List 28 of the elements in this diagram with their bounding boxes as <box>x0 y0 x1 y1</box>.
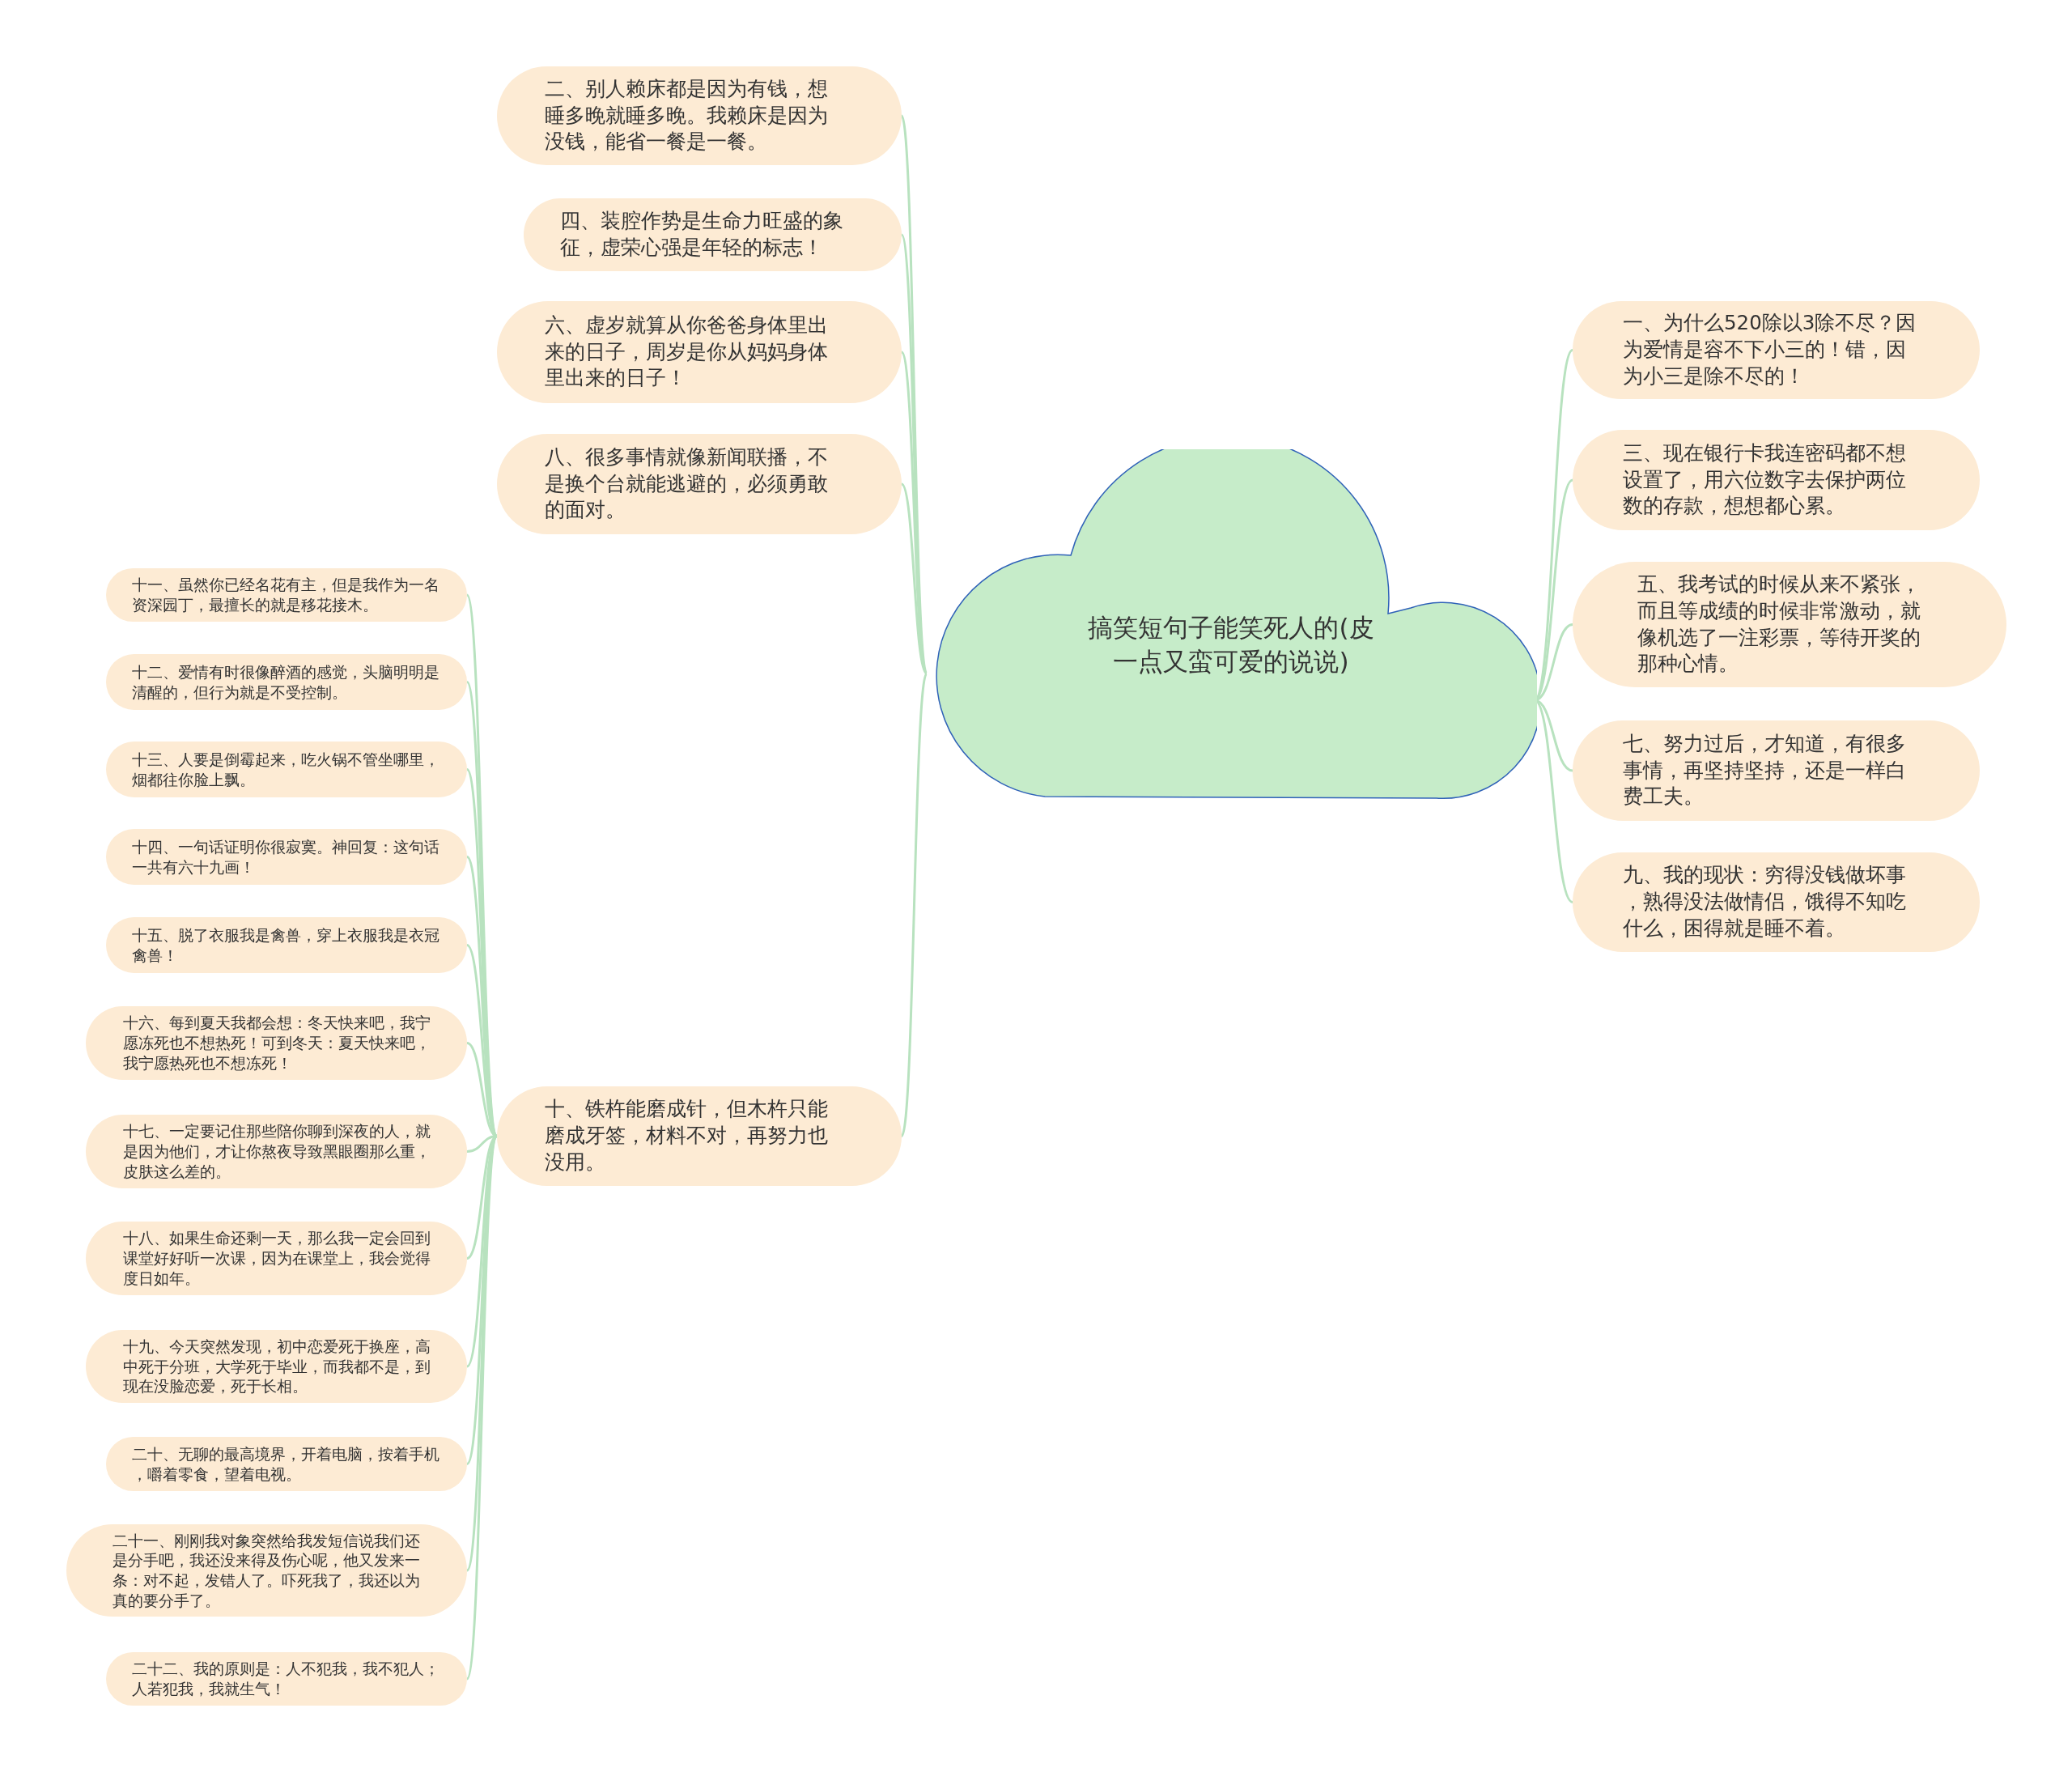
topic-bubble <box>106 1652 467 1706</box>
quote-text: 二十二、我的原则是：人不犯我，我不犯人；人若犯我，我就生气！ <box>132 1659 440 1699</box>
quote-text: 七、努力过后，才知道，有很多事情，再坚持坚持，还是一样白费工夫。 <box>1623 730 1907 810</box>
quote-text: 十一、虽然你已经名花有主，但是我作为一名资深园丁，最擅长的就是移花接木。 <box>132 575 440 615</box>
quote-text: 十七、一定要记住那些陪你聊到深夜的人，就是因为他们，才让你熬夜导致黑眼圈那么重，皮肤这么差的。 <box>123 1121 431 1182</box>
quote-text: 六、虚岁就算从你爸爸身体里出来的日子，周岁是你从妈妈身体里出来的日子！ <box>545 312 829 392</box>
connector-line <box>900 673 928 1137</box>
quote-text: 八、很多事情就像新闻联播，不是换个台就能逃避的，必须勇敢的面对。 <box>545 444 829 524</box>
connector-line <box>465 1136 499 1680</box>
quote-text: 十二、爱情有时很像醉酒的感觉，头脑明明是清醒的，但行为就是不受控制。 <box>132 661 440 703</box>
connector-line <box>900 115 928 674</box>
quote-text: 四、装腔作势是生命力旺盛的象征，虚荣心强是年轻的标志！ <box>560 208 844 261</box>
quote-text: 十、铁杵能磨成针，但木杵只能磨成牙签，材料不对，再努力也没用。 <box>545 1096 829 1175</box>
quote-text: 十三、人要是倒霉起来，吃火锅不管坐哪里，烟都往你脸上飘。 <box>132 749 440 790</box>
quote-text: 一、为什么520除以3除不尽？因为爱情是容不下小三的！错，因为小三是除不尽的！ <box>1623 310 1917 389</box>
quote-text: 十八、如果生命还剩一天，那么我一定会回到课堂好好听一次课，因为在课堂上，我会觉得度日如年。 <box>123 1228 431 1289</box>
quote-text: 十四、一句话证明你很寂寞。神回复：这句话一共有六十九画！ <box>132 836 440 878</box>
quote-text: 二十、无聊的最高境界，开着电脑，按着手机，嚼着零食，望着电视。 <box>132 1443 440 1485</box>
quote-text: 二十一、刚刚我对象突然给我发短信说我们还是分手吧，我还没来得及伤心呢，他又发来一条：对不起，发错人了。吓死我了，我还以为真的要分手了。 <box>113 1530 421 1611</box>
quote-text: 二、别人赖床都是因为有钱，想睡多晚就睡多晚。我赖床是因为没钱，能省一餐是一餐。 <box>545 75 829 155</box>
quote-text: 十九、今天突然发现，初中恋爱死于换座，高中死于分班，大学死于毕业，而我都不是，到现在没脸恋爱，死于长相。 <box>123 1336 431 1397</box>
quote-text: 十六、每到夏天我都会想：冬天快来吧，我宁愿冻死也不想热死！可到冬天：夏天快来吧，我宁愿热死也不想冻死！ <box>123 1013 431 1073</box>
quote-text: 十五、脱了衣服我是禽兽，穿上衣服我是衣冠禽兽！ <box>132 924 440 966</box>
topic-bubble <box>106 568 467 622</box>
quote-text: 五、我考试的时候从来不紧张，而且等成绩的时候非常激动，就像机选了一注彩票，等待开奖的那种心情。 <box>1637 571 1921 678</box>
quote-text: 九、我的现状：穷得没钱做坏事，熟得没法做情侣，饿得不知吃什么，困得就是睡不着。 <box>1623 862 1907 941</box>
central-title: 搞笑短句子能笑死人的(皮一点又蛮可爱的说说) <box>1087 612 1375 678</box>
quote-text: 三、现在银行卡我连密码都不想设置了，用六位数字去保护两位数的存款，想想都心累。 <box>1623 440 1907 520</box>
